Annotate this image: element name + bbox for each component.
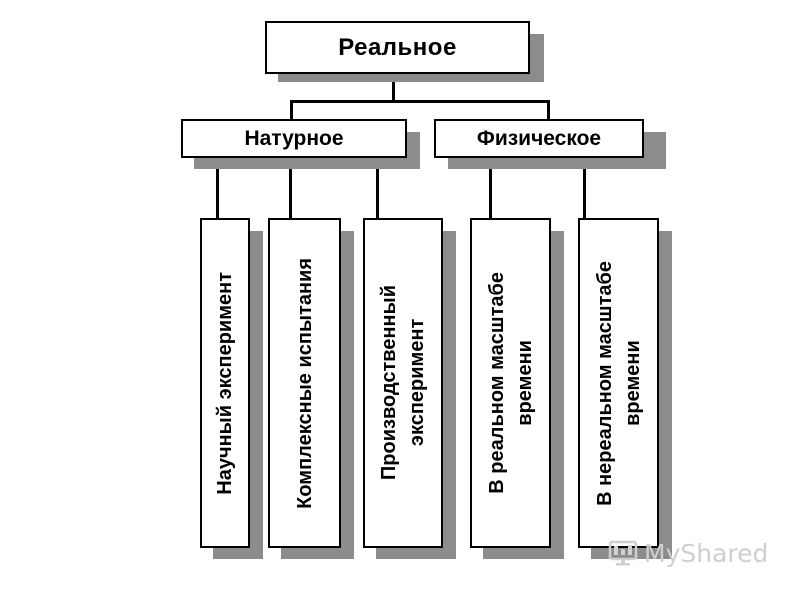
leaf-label-2: Комплексные испытания bbox=[293, 257, 316, 509]
category-box-fizicheskoe: Физическое bbox=[434, 119, 644, 158]
leaf-box-5: В нереальном масштабе времени bbox=[578, 218, 659, 548]
leaf-label-5: В нереальном масштабе времени bbox=[593, 260, 644, 506]
connector-leaf-2 bbox=[289, 156, 292, 218]
leaf-label-4: В реальном масштабе времени bbox=[485, 272, 536, 494]
leaf-label-1: Научный эксперимент bbox=[214, 271, 236, 495]
connector-leaf-1 bbox=[216, 156, 219, 218]
myshared-logo-icon bbox=[608, 540, 638, 566]
connector-top-horizontal bbox=[290, 100, 550, 103]
connector-to-naturnoe bbox=[290, 100, 293, 120]
leaf-label-3: Производственный эксперимент bbox=[378, 285, 428, 481]
connector-to-fizicheskoe bbox=[547, 100, 550, 120]
root-label: Реальное bbox=[338, 33, 457, 61]
category-box-naturnoe: Натурное bbox=[181, 119, 407, 158]
category-label-fizicheskoe: Физическое bbox=[476, 126, 602, 150]
connector-root-down bbox=[392, 73, 395, 102]
watermark: MyShared bbox=[608, 536, 768, 570]
connector-leaf-3 bbox=[376, 156, 379, 218]
leaf-box-2: Комплексные испытания bbox=[268, 218, 341, 548]
root-box: Реальное bbox=[265, 21, 530, 74]
leaf-box-4: В реальном масштабе времени bbox=[470, 218, 551, 548]
connector-leaf-4 bbox=[489, 156, 492, 218]
category-label-naturnoe: Натурное bbox=[244, 126, 344, 150]
leaf-box-3: Производственный эксперимент bbox=[363, 218, 443, 548]
connector-leaf-5 bbox=[583, 156, 586, 218]
watermark-label: MyShared bbox=[644, 538, 769, 568]
leaf-box-1: Научный эксперимент bbox=[200, 218, 250, 548]
